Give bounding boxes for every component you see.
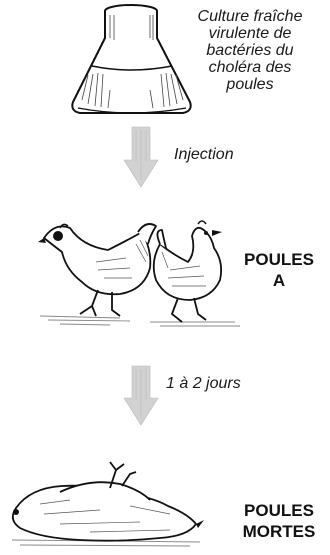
dead-hens-label: POULES MORTES xyxy=(228,500,330,542)
dead-hens-label-line-2: MORTES xyxy=(228,521,330,542)
dead-hens-label-line-1: POULES xyxy=(228,500,330,521)
